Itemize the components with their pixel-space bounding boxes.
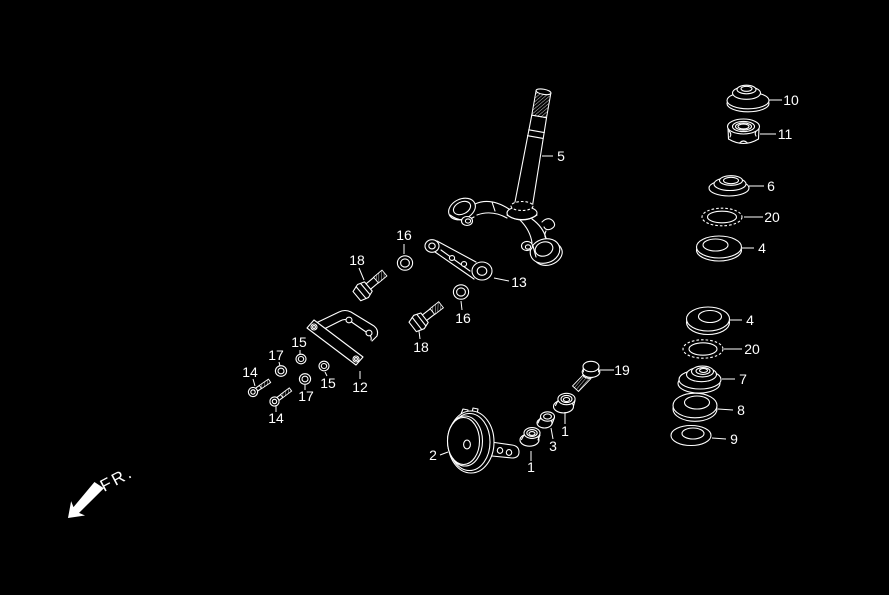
seal-washer: [670, 424, 712, 447]
callout-7: 7: [739, 371, 747, 387]
upper-cone-race: [708, 175, 750, 197]
callout-10: 10: [783, 92, 799, 108]
washer-15-a: [295, 353, 307, 365]
callout-4-lower: 4: [746, 312, 754, 328]
callout-9: 9: [730, 431, 738, 447]
front-arrow-icon: [68, 482, 104, 518]
leader-lines: [252, 99, 782, 461]
stem-dust-cap: [726, 84, 770, 113]
front-direction-label: FR.: [97, 462, 137, 495]
callout-12: 12: [352, 379, 368, 395]
callout-13: 13: [511, 274, 527, 290]
dust-seal-ring: [672, 392, 718, 422]
grommet-a: [519, 427, 541, 447]
callout-17-a: 17: [268, 347, 284, 363]
front-direction-marker: FR.: [68, 462, 137, 518]
callout-19: 19: [614, 362, 630, 378]
grommet-b: [552, 392, 576, 414]
callout-14-a: 14: [242, 364, 258, 380]
callout-17-b: 17: [298, 388, 314, 404]
horn: [446, 407, 520, 474]
screw-14-a: [246, 376, 273, 399]
hex-bolt-a: [350, 265, 391, 304]
callout-11: 11: [778, 126, 793, 142]
stem-nut: [726, 118, 761, 145]
callout-1-right: 1: [561, 423, 569, 439]
flange-nut-b: [452, 284, 470, 300]
stay-bracket: [306, 309, 379, 366]
lower-cone-race: [677, 365, 722, 394]
screw-14-b: [267, 385, 294, 409]
washer-17-b: [298, 373, 312, 385]
collar-3: [536, 411, 556, 429]
callout-5: 5: [557, 148, 565, 164]
callout-16-a: 16: [396, 227, 412, 243]
steering-stem: [513, 88, 552, 211]
bottom-bridge: [448, 197, 563, 266]
ball-retainer-lower: [682, 339, 724, 359]
horn-bolt-19: [571, 360, 601, 393]
link-arm: [424, 239, 493, 281]
callout-20-lower: 20: [744, 341, 760, 357]
callout-14-b: 14: [268, 410, 284, 426]
callout-18-a: 18: [349, 252, 365, 268]
callout-4-upper: 4: [758, 240, 766, 256]
callout-15-b: 15: [320, 375, 336, 391]
callout-8: 8: [737, 402, 745, 418]
washer-15-b: [318, 360, 330, 372]
washer-17-a: [274, 365, 288, 377]
callout-15-a: 15: [291, 334, 307, 350]
callout-18-b: 18: [413, 339, 429, 355]
ball-retainer-upper: [701, 207, 743, 227]
callout-16-b: 16: [455, 310, 471, 326]
callout-6: 6: [767, 178, 775, 194]
callout-2: 2: [429, 447, 437, 463]
callout-20-upper: 20: [764, 209, 780, 225]
lower-race: [685, 306, 731, 336]
flange-nut-a: [396, 255, 414, 271]
callout-1-left: 1: [527, 459, 535, 475]
callout-3: 3: [549, 438, 557, 454]
upper-race: [695, 235, 743, 262]
hex-bolt-b: [406, 297, 447, 335]
